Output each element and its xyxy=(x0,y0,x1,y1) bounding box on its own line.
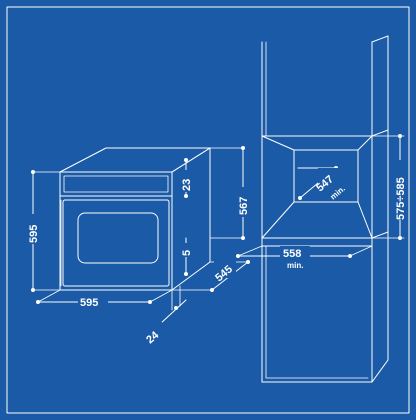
dim-oven-width: 595 xyxy=(36,289,173,309)
oven-side-face xyxy=(171,147,211,291)
dim-cabinet-width: 558 min. xyxy=(236,245,373,270)
oven-control-panel-inner xyxy=(63,175,169,193)
dim-oven-bottom-offset: 5 xyxy=(179,237,193,276)
oven-side-height-label: 567 xyxy=(238,197,250,215)
cabinet-niche xyxy=(261,135,373,239)
oven-drawing xyxy=(59,147,211,291)
dim-door-thickness: 24 xyxy=(144,285,187,346)
oven-top-offset-label: 23 xyxy=(181,179,193,191)
cabinet-width-label: 558 xyxy=(283,248,301,260)
oven-front-face xyxy=(59,171,173,291)
oven-bottom-offset-label: 5 xyxy=(181,250,193,256)
outer-frame xyxy=(6,6,410,414)
oven-door xyxy=(62,199,170,287)
dim-oven-top-offset: 23 xyxy=(179,158,193,198)
dim-oven-height: 595 xyxy=(26,170,61,292)
oven-window xyxy=(77,212,159,264)
dim-oven-depth: 545 xyxy=(171,258,250,292)
dim-cabinet-opening-height: 575÷585 xyxy=(371,134,407,240)
oven-height-label: 595 xyxy=(28,225,40,243)
cabinet-opening-height-label: 575÷585 xyxy=(395,177,407,220)
cabinet-drawing xyxy=(261,35,389,383)
cabinet-width-min-label: min. xyxy=(287,261,303,270)
oven-width-label: 595 xyxy=(80,297,98,309)
dim-cabinet-depth: 547 min. xyxy=(297,166,347,202)
dim-oven-side-height: 567 xyxy=(209,146,250,240)
